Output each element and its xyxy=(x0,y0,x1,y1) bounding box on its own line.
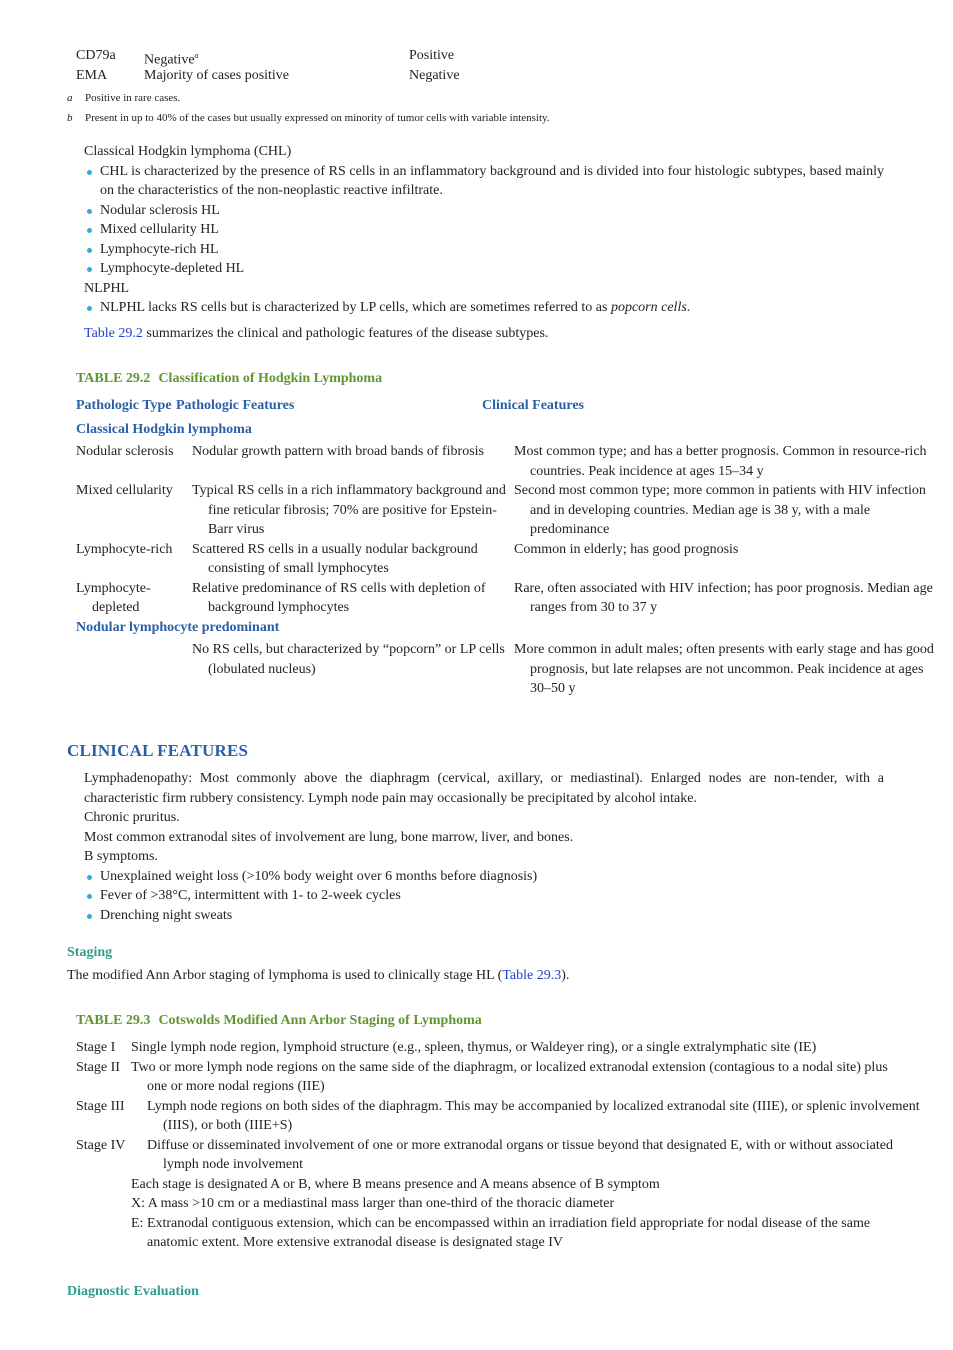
bullet-item: Mixed cellularity HL xyxy=(84,220,884,240)
marker-name: EMA xyxy=(76,68,108,83)
group-label: Classical Hodgkin lymphoma xyxy=(76,421,252,437)
column-header: Pathologic Type xyxy=(76,398,172,413)
paragraph: Chronic pruritus. xyxy=(84,810,180,825)
section-heading: CLINICAL FEATURES xyxy=(67,741,249,760)
summary-line: Table 29.2 summarizes the clinical and p… xyxy=(84,325,549,341)
classification-table: Pathologic Type Pathologic Features Clin… xyxy=(76,396,934,699)
paragraph: Most common extranodal sites of involvem… xyxy=(84,829,574,845)
table-row: Lymphocyte-rich Scattered RS cells in a … xyxy=(76,541,739,577)
staging-text: The modified Ann Arbor staging of lympho… xyxy=(67,968,570,983)
bullet-item: NLPHL lacks RS cells but is characterize… xyxy=(84,298,884,318)
table-row: Stage IV Diffuse or disseminated involve… xyxy=(76,1137,893,1173)
table-row: Stage I Single lymph node region, lympho… xyxy=(76,1040,817,1055)
table-header-row: Pathologic Type Pathologic Features Clin… xyxy=(76,396,896,416)
chl-heading: Classical Hodgkin lymphoma (CHL) xyxy=(84,144,292,159)
paragraph: Lymphadenopathy: Most commonly above the… xyxy=(84,771,884,806)
nlphl-heading: NLPHL xyxy=(84,280,130,296)
table-29-2-link[interactable]: Table 29.2 xyxy=(84,325,143,341)
bullet-item: Fever of >38°C, intermittent with 1- to … xyxy=(84,886,884,906)
chl-value: Majority of cases positive xyxy=(144,68,290,83)
nlphl-value: Negative xyxy=(409,68,460,83)
paragraph: B symptoms. xyxy=(84,849,158,864)
table-note: X: A mass >10 cm or a mediastinal mass l… xyxy=(131,1196,615,1211)
bullet-item: Drenching night sweats xyxy=(84,906,884,926)
staging-table: Stage I Single lymph node region, lympho… xyxy=(76,1038,920,1253)
subtype-intro: Classical Hodgkin lymphoma (CHL) CHL is … xyxy=(84,142,884,343)
table-row: Stage II Two or more lymph node regions … xyxy=(76,1059,888,1095)
bullet-item: CHL is characterized by the presence of … xyxy=(84,162,884,201)
table-row: Mixed cellularity Typical RS cells in a … xyxy=(76,483,926,537)
bullet-item: Lymphocyte-depleted HL xyxy=(84,259,884,279)
subsection-heading: Staging xyxy=(67,945,113,960)
clinical-features-text: Lymphadenopathy: Most commonly above the… xyxy=(84,769,884,925)
table-29-3-link[interactable]: Table 29.3 xyxy=(502,968,562,983)
bullet-item: Lymphocyte-rich HL xyxy=(84,240,884,260)
table-row: Stage III Lymph node regions on both sid… xyxy=(76,1098,920,1134)
table-row: Nodular sclerosis Nodular growth pattern… xyxy=(76,444,927,479)
bullet-item: Unexplained weight loss (>10% body weigh… xyxy=(84,867,884,887)
chl-value: Negativea xyxy=(144,51,199,68)
group-label: Nodular lymphocyte predominant xyxy=(76,619,280,635)
table-note: Each stage is designated A or B, where B… xyxy=(131,1176,660,1192)
bullet-item: Nodular sclerosis HL xyxy=(84,201,884,221)
column-header: Clinical Features xyxy=(482,398,585,413)
subsection-heading: Diagnostic Evaluation xyxy=(67,1284,199,1299)
table-note: E: Extranodal contiguous extension, whic… xyxy=(131,1215,871,1251)
column-header: Pathologic Features xyxy=(176,398,295,413)
table-row: Lymphocyte-depleted Relative predominanc… xyxy=(76,580,933,616)
nlphl-value: Positive xyxy=(409,48,455,63)
table-row: No RS cells, but characterized by “popco… xyxy=(192,642,934,696)
marker-name: CD79a xyxy=(76,48,116,63)
